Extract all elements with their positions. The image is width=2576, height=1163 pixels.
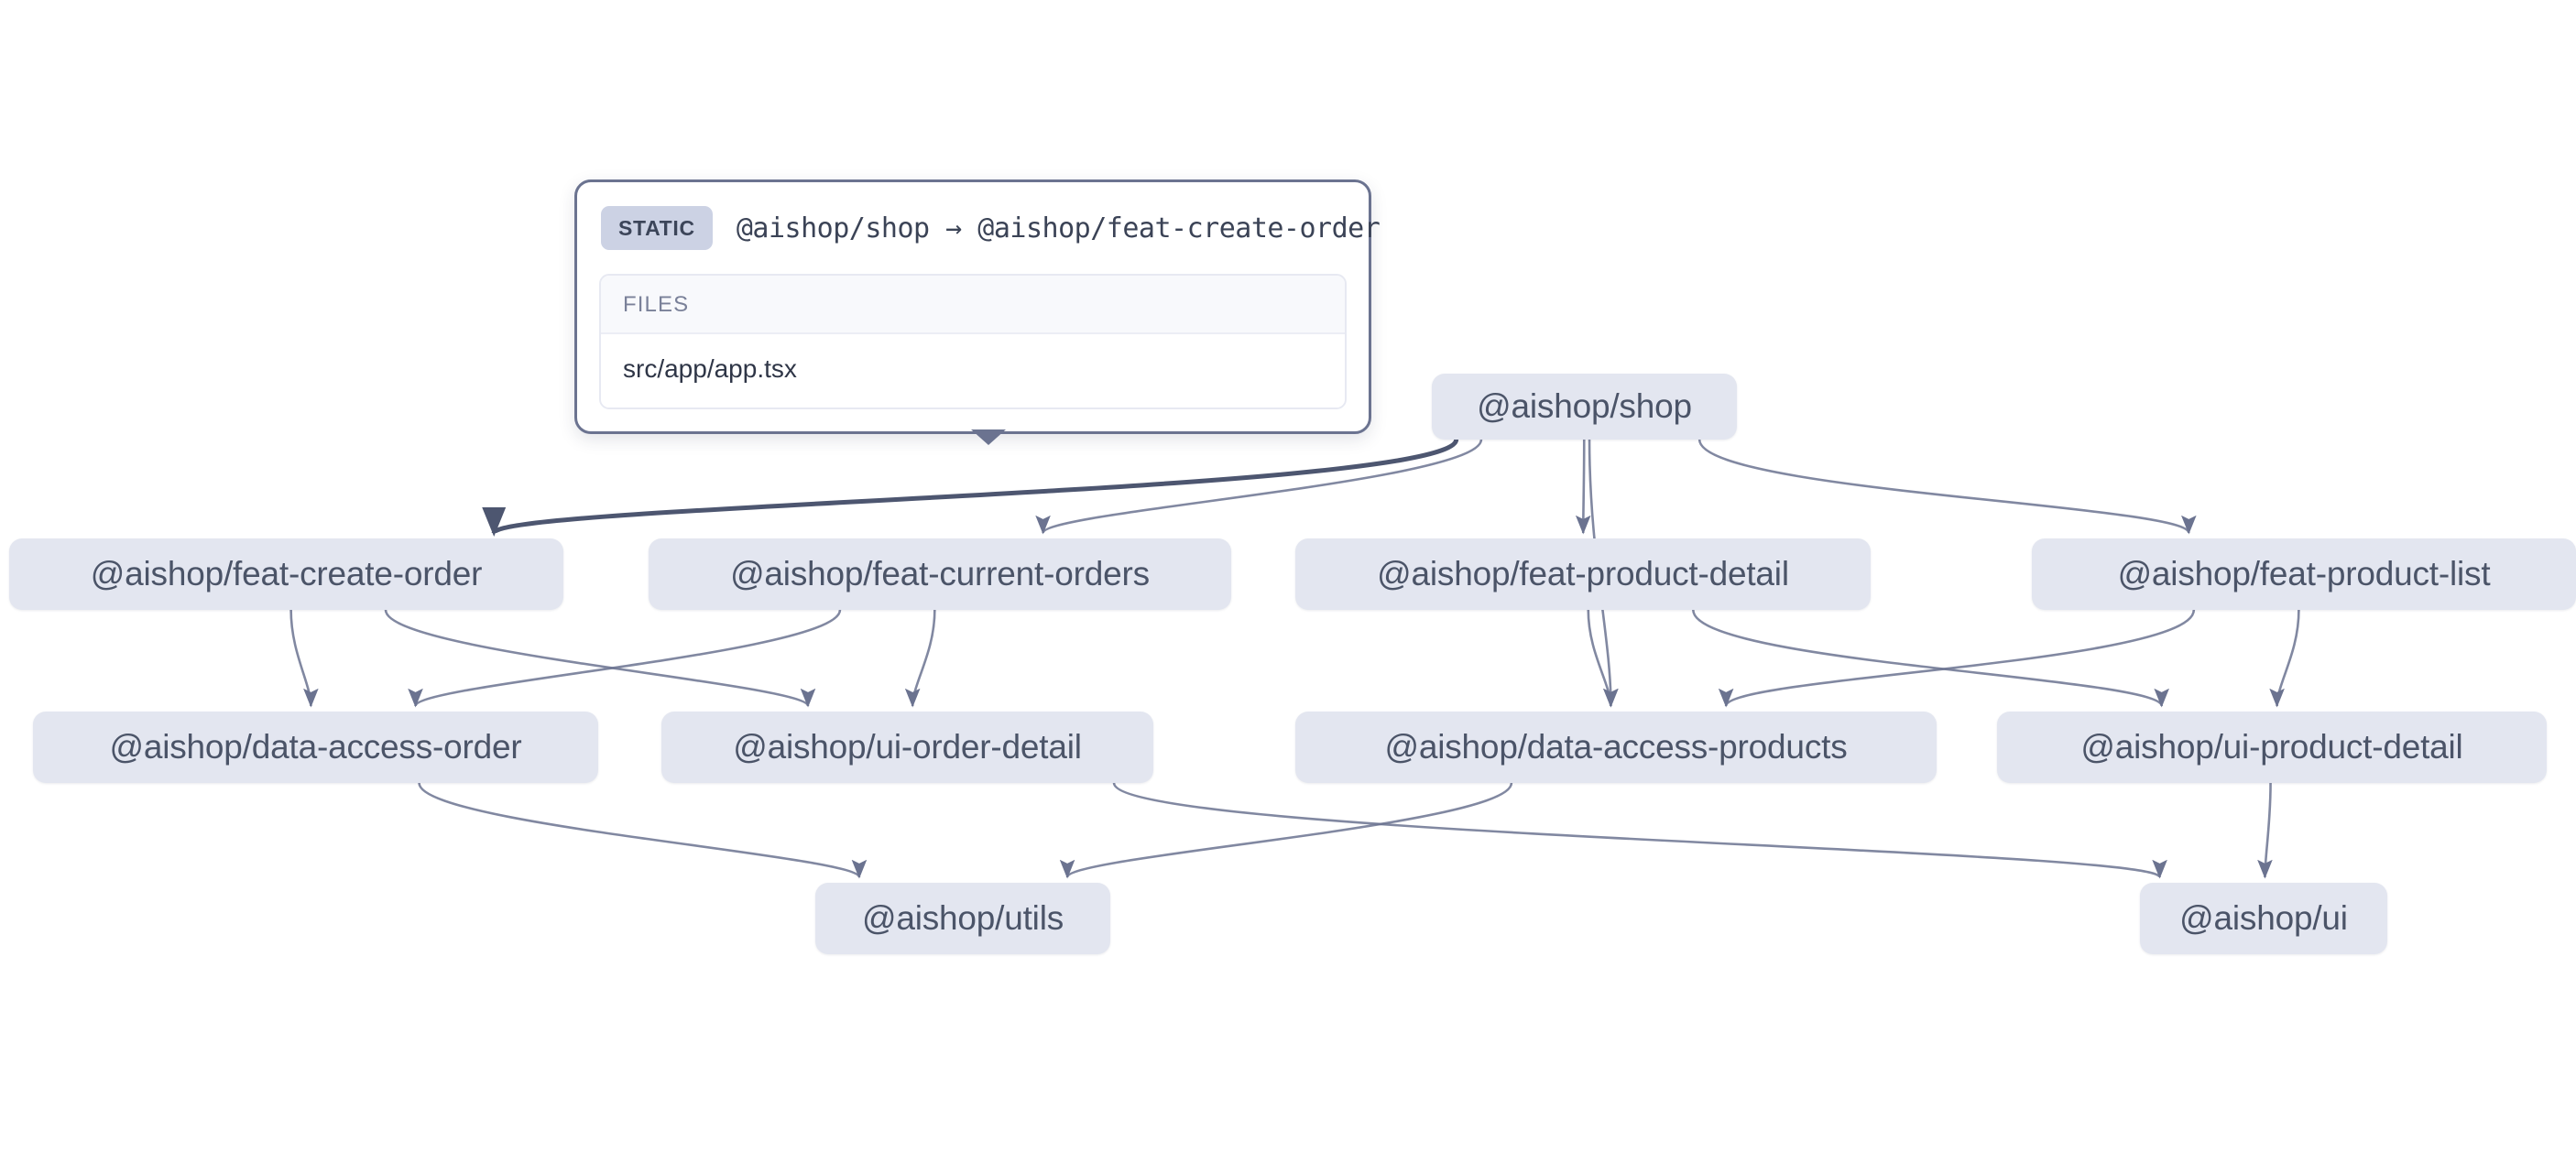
graph-node-ui-product-detail[interactable]: @aishop/ui-product-detail <box>1997 712 2547 783</box>
graph-node-feat-current-orders[interactable]: @aishop/feat-current-orders <box>649 538 1231 610</box>
graph-edge-feat-product-list-to-ui-product-detail[interactable] <box>2269 609 2300 708</box>
graph-edge-shop-to-feat-product-list[interactable] <box>1697 439 2197 535</box>
graph-node-label: @aishop/data-access-order <box>109 728 522 766</box>
graph-node-feat-product-list[interactable]: @aishop/feat-product-list <box>2032 538 2576 610</box>
graph-edge-feat-product-detail-to-data-access-products[interactable] <box>1587 609 1619 708</box>
graph-node-label: @aishop/feat-product-list <box>2117 555 2491 592</box>
status-badge: STATIC <box>601 206 713 250</box>
graph-edge-data-access-products-to-utils[interactable] <box>1060 782 1513 879</box>
graph-edge-shop-to-feat-product-detail[interactable] <box>1575 439 1591 535</box>
graph-node-ui[interactable]: @aishop/ui <box>2140 883 2387 954</box>
graph-edge-shop-to-feat-current-orders[interactable] <box>1035 439 1483 535</box>
graph-edge-ui-order-detail-to-ui[interactable] <box>1112 782 2167 879</box>
tooltip-pointer-icon <box>971 429 1006 445</box>
graph-node-label: @aishop/ui-order-detail <box>733 728 1082 766</box>
graph-node-utils[interactable]: @aishop/utils <box>815 883 1110 954</box>
graph-edge-feat-product-list-to-data-access-products[interactable] <box>1719 609 2196 708</box>
graph-node-label: @aishop/ui <box>2179 899 2348 937</box>
graph-node-shop[interactable]: @aishop/shop <box>1432 374 1737 440</box>
graph-node-label: @aishop/ui-product-detail <box>2080 728 2463 766</box>
graph-node-feat-product-detail[interactable]: @aishop/feat-product-detail <box>1295 538 1871 610</box>
graph-node-label: @aishop/feat-product-detail <box>1377 555 1789 592</box>
graph-node-label: @aishop/shop <box>1477 387 1692 425</box>
graph-edge-data-access-order-to-utils[interactable] <box>418 782 867 879</box>
graph-node-label: @aishop/data-access-products <box>1384 728 1848 766</box>
graph-node-data-access-order[interactable]: @aishop/data-access-order <box>33 712 598 783</box>
graph-node-data-access-products[interactable]: @aishop/data-access-products <box>1295 712 1937 783</box>
tooltip-header: STATIC @aishop/shop → @aishop/feat-creat… <box>599 202 1381 255</box>
graph-edge-feat-product-detail-to-ui-product-detail[interactable] <box>1692 609 2169 708</box>
graph-edge-feat-create-order-to-ui-order-detail[interactable] <box>384 609 815 708</box>
graph-node-feat-create-order[interactable]: @aishop/feat-create-order <box>9 538 563 610</box>
dependency-tooltip[interactable]: STATIC @aishop/shop → @aishop/feat-creat… <box>574 179 1381 445</box>
graph-edge-feat-current-orders-to-data-access-order[interactable] <box>408 609 842 708</box>
graph-node-label: @aishop/feat-current-orders <box>730 555 1150 592</box>
graph-node-label: @aishop/utils <box>861 899 1064 937</box>
graph-edge-feat-current-orders-to-ui-order-detail[interactable] <box>904 609 936 708</box>
files-panel: FILES src/app/app.tsx <box>599 274 1347 409</box>
graph-node-label: @aishop/feat-create-order <box>90 555 483 592</box>
graph-edge-shop-to-feat-create-order[interactable] <box>483 438 1459 537</box>
graph-edge-feat-create-order-to-data-access-order[interactable] <box>289 609 319 708</box>
file-list-item[interactable]: src/app/app.tsx <box>601 334 1345 408</box>
files-section-title: FILES <box>601 276 1345 334</box>
graph-edge-ui-product-detail-to-ui[interactable] <box>2257 782 2273 879</box>
dependency-path-label: @aishop/shop → @aishop/feat-create-order <box>736 212 1381 245</box>
graph-node-ui-order-detail[interactable]: @aishop/ui-order-detail <box>661 712 1153 783</box>
